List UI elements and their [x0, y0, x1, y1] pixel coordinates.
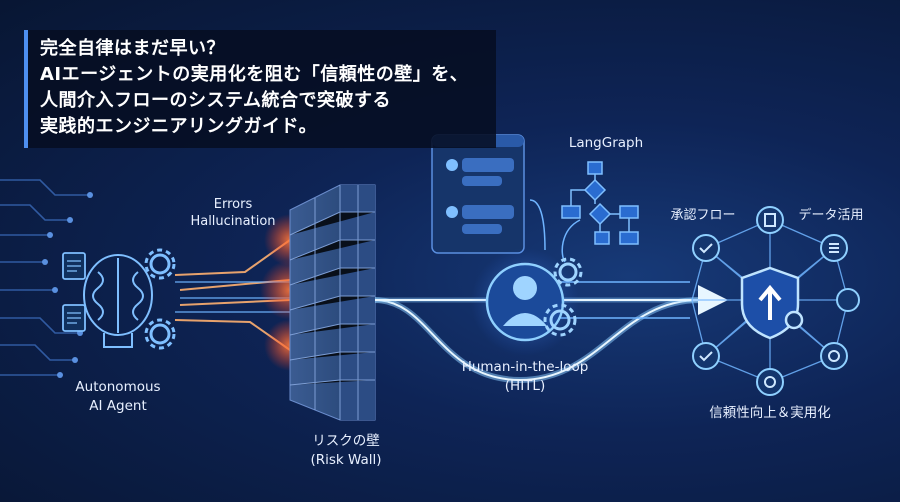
agent-label-line: Autonomous	[75, 379, 161, 395]
title-line: 完全自律はまだ早い？	[40, 38, 225, 59]
data-usage-label: データ活用	[798, 208, 864, 223]
approval-flow-label: 承認フロー	[670, 208, 736, 223]
errors-label: Errors Hallucination	[178, 196, 288, 230]
human-icon	[485, 262, 565, 342]
wall-label-line: (Risk Wall)	[310, 452, 382, 468]
langgraph-flowchart	[561, 161, 639, 245]
title-line: AIエージェントの実用化を阻む「信頼性の壁」を、	[40, 64, 469, 85]
risk-wall	[289, 184, 376, 421]
hitl-label: Human-in-the-loop (HITL)	[450, 358, 600, 396]
title-line: 実践的エンジニアリングガイド。	[40, 116, 318, 137]
agent-label: Autonomous AI Agent	[58, 378, 178, 416]
shield-icon	[740, 266, 804, 340]
errors-label-line: Hallucination	[190, 214, 276, 229]
wall-label: リスクの壁 (Risk Wall)	[296, 432, 396, 470]
outcome-label: 信頼性向上＆実用化	[709, 405, 831, 421]
gear-icon	[144, 248, 176, 350]
chat-panel	[431, 134, 525, 254]
agent-label-line: AI Agent	[89, 398, 147, 414]
hitl-label-line: (HITL)	[504, 378, 546, 394]
brain-icon	[83, 254, 153, 348]
gear-icon	[543, 257, 583, 337]
network-nodes	[692, 206, 860, 396]
title-panel: 完全自律はまだ早い？ AIエージェントの実用化を阻む「信頼性の壁」を、 人間介入…	[24, 30, 496, 148]
hitl-label-line: Human-in-the-loop	[461, 359, 589, 375]
wall-label-line: リスクの壁	[312, 433, 380, 449]
errors-label-line: Errors	[213, 197, 253, 212]
document-icon	[62, 252, 86, 332]
title-line: 人間介入フローのシステム統合で突破する	[40, 90, 391, 111]
langgraph-label: LangGraph	[568, 135, 644, 151]
circuit-lines	[0, 179, 90, 376]
